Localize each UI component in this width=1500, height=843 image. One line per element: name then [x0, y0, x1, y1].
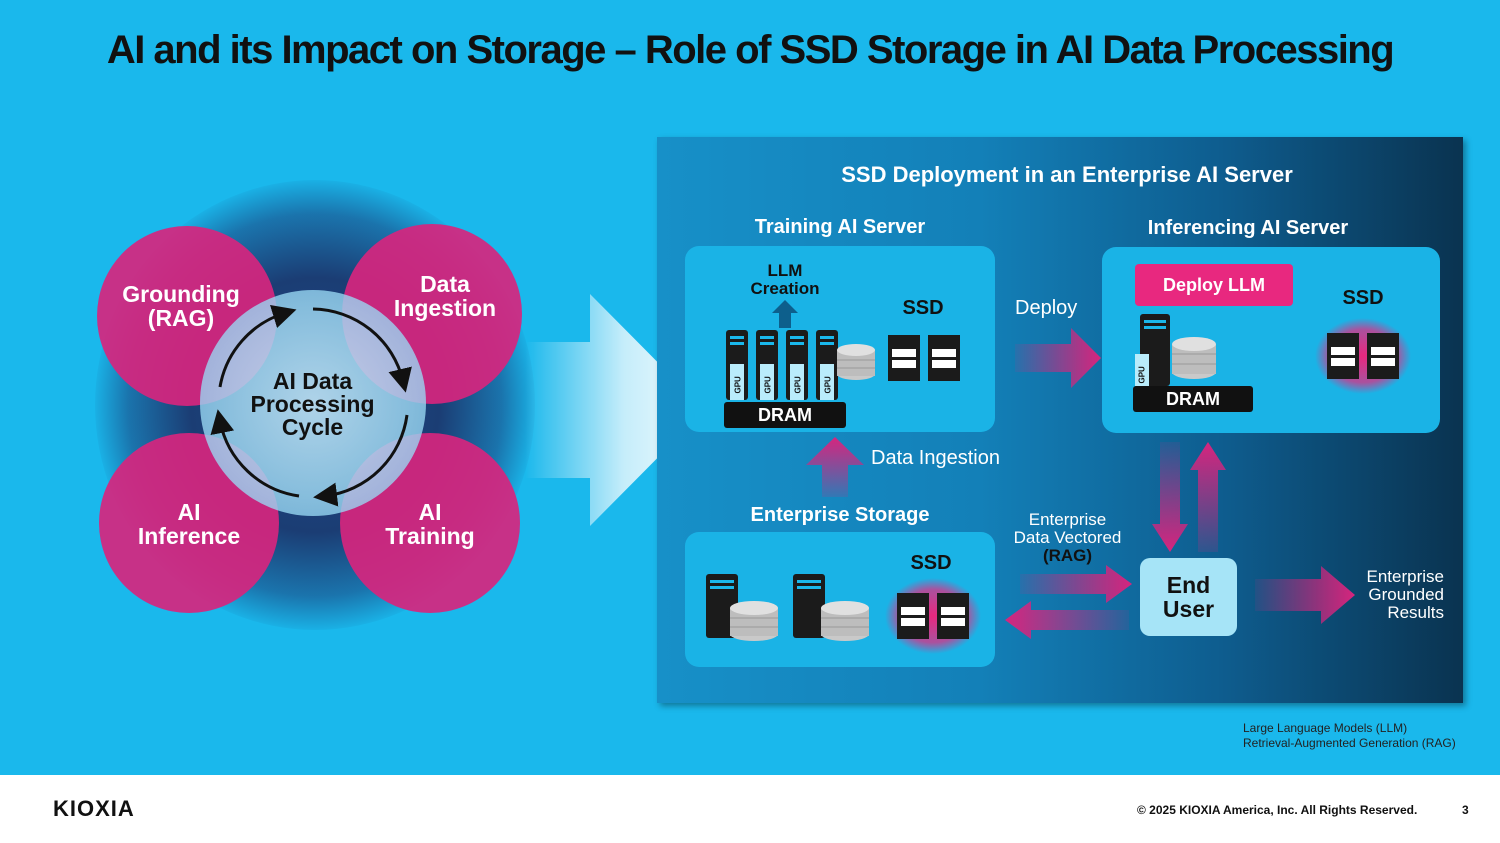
llm-line: Creation [750, 279, 820, 298]
petal-line: Training [385, 523, 475, 549]
end-user-line: User [1162, 596, 1215, 622]
slide-title: AI and its Impact on Storage – Role of S… [106, 28, 1395, 72]
inference-server-icon [1135, 314, 1216, 386]
end-user-line: End [1166, 572, 1211, 598]
deploy-arrow-icon [1015, 328, 1101, 388]
copyright: © 2025 KIOXIA America, Inc. All Rights R… [1137, 803, 1418, 817]
cycle-arrows-icon [210, 305, 412, 507]
up-arrow-icon [1190, 442, 1226, 552]
ssd-icon [885, 578, 981, 654]
petal-line: AI [418, 499, 442, 525]
results-line: Enterprise [1366, 567, 1444, 586]
petal-ai-training-label: AI Training [354, 500, 506, 548]
petal-line: Data [420, 271, 470, 297]
vectored-line: (RAG) [1042, 546, 1093, 565]
cycle-label-line: AI Data [272, 368, 353, 394]
up-arrow-icon [772, 300, 798, 328]
storage-ssd-label: SSD [910, 552, 952, 574]
results-arrow-icon [1255, 566, 1355, 624]
page-number: 3 [1462, 803, 1469, 817]
ssd-icon [888, 335, 960, 381]
petal-line: Ingestion [393, 295, 497, 321]
inferencing-server-title: Inferencing AI Server [1147, 217, 1349, 239]
grounded-results-label: Enterprise Grounded Results [1320, 568, 1444, 622]
big-arrow-icon [525, 294, 705, 526]
gpu-label: GPU [1137, 366, 1147, 384]
slide-body: AI and its Impact on Storage – Role of S… [0, 0, 1500, 775]
cycle-label: AI Data Processing Cycle [220, 370, 405, 439]
vectored-line: Enterprise [1028, 510, 1107, 529]
petal-line: AI [177, 499, 201, 525]
petal-line: (RAG) [147, 305, 215, 331]
cycle-center-circle [200, 290, 426, 516]
gpu-label: GPU [763, 376, 773, 394]
kioxia-logo: KIOXIA [53, 796, 135, 821]
ssd-icon [1315, 318, 1411, 394]
data-ingestion-label: Data Ingestion [871, 447, 1000, 469]
petal-grounding-label: Grounding (RAG) [105, 282, 257, 330]
end-user-box: End User [1140, 558, 1237, 636]
data-ingestion-arrow-icon [806, 437, 864, 497]
gpu-servers-icon [726, 330, 875, 400]
petal-ai-inference-label: AI Inference [113, 500, 265, 548]
down-arrow-icon [1152, 442, 1188, 552]
deploy-label: Deploy [1015, 297, 1078, 319]
left-arrow-icon [1005, 601, 1129, 639]
gpu-label: GPU [823, 376, 833, 394]
petal-line: Inference [137, 523, 241, 549]
cycle-label-line: Cycle [281, 414, 344, 440]
training-server-title: Training AI Server [754, 216, 926, 238]
gpu-label: GPU [793, 376, 803, 394]
deploy-llm-badge: Deploy LLM [1135, 264, 1293, 306]
inferencing-dram: DRAM [1133, 386, 1253, 412]
footnotes: Large Language Models (LLM) Retrieval-Au… [1243, 721, 1456, 751]
petal-data-ingestion-label: Data Ingestion [370, 272, 520, 320]
footnote: Large Language Models (LLM) [1243, 721, 1408, 735]
results-line: Results [1387, 603, 1444, 622]
training-dram: DRAM [724, 402, 846, 428]
inferencing-ssd-label: SSD [1342, 287, 1384, 309]
panel-title: SSD Deployment in an Enterprise AI Serve… [841, 162, 1293, 187]
enterprise-data-vectored-label: Enterprise Data Vectored (RAG) [1005, 511, 1130, 565]
llm-creation-label: LLM Creation [735, 262, 835, 298]
cycle-label-line: Processing [250, 391, 375, 417]
llm-line: LLM [767, 261, 803, 280]
enterprise-storage-title: Enterprise Storage [750, 504, 930, 526]
footnote: Retrieval-Augmented Generation (RAG) [1243, 736, 1456, 750]
gpu-label: GPU [733, 376, 743, 394]
storage-servers-icon [706, 574, 869, 641]
right-arrow-icon [1020, 565, 1132, 603]
results-line: Grounded [1368, 585, 1444, 604]
training-ssd-label: SSD [902, 297, 944, 319]
petal-line: Grounding [122, 281, 240, 307]
vectored-line: Data Vectored [1013, 528, 1122, 547]
